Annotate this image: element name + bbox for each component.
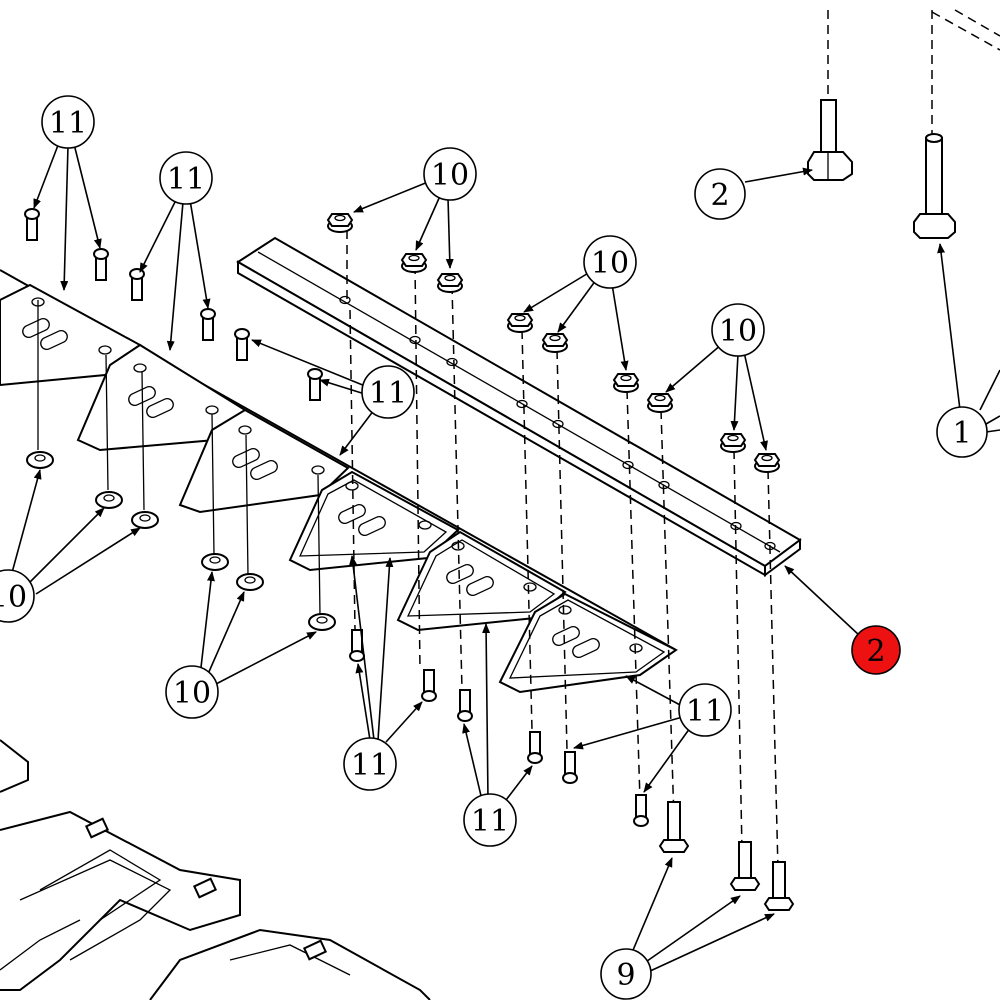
leader-lines (9, 139, 1000, 973)
nuts-top (326, 213, 781, 473)
screw (633, 794, 649, 827)
callout-1: 1 (936, 406, 988, 458)
callout-text: 10 (591, 246, 629, 281)
flange-nut (506, 313, 534, 333)
screw (234, 328, 250, 361)
callout-text: 11 (369, 376, 407, 411)
callout-2: 2 (694, 168, 746, 220)
callout-10-top: 10 (423, 147, 477, 201)
screw (200, 308, 216, 341)
callout-11-right: 11 (678, 683, 732, 737)
guard-bar (236, 236, 802, 577)
knife-section (22, 297, 112, 355)
callout-10-upper-middle: 10 (583, 235, 637, 289)
callout-11-bottom-middle: 11 (463, 793, 517, 847)
callout-11-top-left: 11 (41, 95, 95, 149)
screws-bottom (349, 629, 649, 827)
callout-10-left-edge: 10 (0, 569, 35, 623)
callout-11-top-middle: 11 (159, 151, 213, 205)
callout-text: 11 (167, 162, 205, 197)
flange-nut (719, 433, 747, 453)
flange-nut (400, 253, 428, 273)
callout-text: 10 (719, 314, 757, 349)
bolt (729, 841, 761, 891)
callout-text: 11 (49, 106, 87, 141)
flange-nut (308, 613, 336, 631)
knife-section (128, 363, 219, 419)
flange-nut (646, 393, 674, 413)
bolt (658, 801, 690, 853)
callout-text: 10 (431, 158, 469, 193)
screw (421, 669, 437, 702)
bolt (763, 861, 795, 911)
callout-text: 1 (952, 416, 971, 451)
callout-9: 9 (600, 948, 652, 1000)
flange-nut (201, 553, 229, 571)
screw (527, 731, 543, 764)
callout-11-bottom-left: 11 (343, 737, 397, 791)
assembly-axes (37, 9, 1000, 871)
callout-text: 11 (351, 748, 389, 783)
callout-text: 10 (0, 580, 27, 615)
callout-text: 2 (866, 634, 885, 669)
bolts-part-9 (658, 801, 795, 911)
callout-10-upper-right: 10 (711, 303, 765, 357)
knife-section (338, 481, 432, 537)
flange-nut (95, 491, 123, 509)
knife-section (232, 425, 325, 481)
screws-top (24, 208, 323, 401)
nuts-bottom (26, 451, 336, 631)
flange-nut (326, 213, 354, 233)
flange-nut (541, 333, 569, 353)
callout-text: 10 (173, 676, 211, 711)
screw (24, 208, 40, 241)
knife-sections (0, 269, 678, 694)
screw (93, 248, 109, 281)
flange-nut (753, 453, 781, 473)
callout-text: 11 (471, 804, 509, 839)
callout-2-highlighted[interactable]: 2 (851, 625, 901, 675)
flange-nut (131, 511, 159, 529)
flange-nut (612, 373, 640, 393)
flange-nut (26, 451, 54, 469)
bolt-part-2 (807, 99, 853, 181)
callout-text: 2 (710, 178, 729, 213)
screw (457, 689, 473, 722)
callout-10-lower-left: 10 (165, 665, 219, 719)
bolt-part-1 (913, 133, 956, 239)
callout-text: 9 (616, 958, 635, 993)
sickle-guards (0, 739, 431, 1000)
screw (129, 268, 145, 301)
flange-nut (436, 273, 464, 293)
screw (562, 751, 578, 784)
flange-nut (236, 573, 264, 591)
screw (307, 368, 323, 401)
callout-11-center: 11 (361, 365, 415, 419)
callout-text: 11 (686, 694, 724, 729)
